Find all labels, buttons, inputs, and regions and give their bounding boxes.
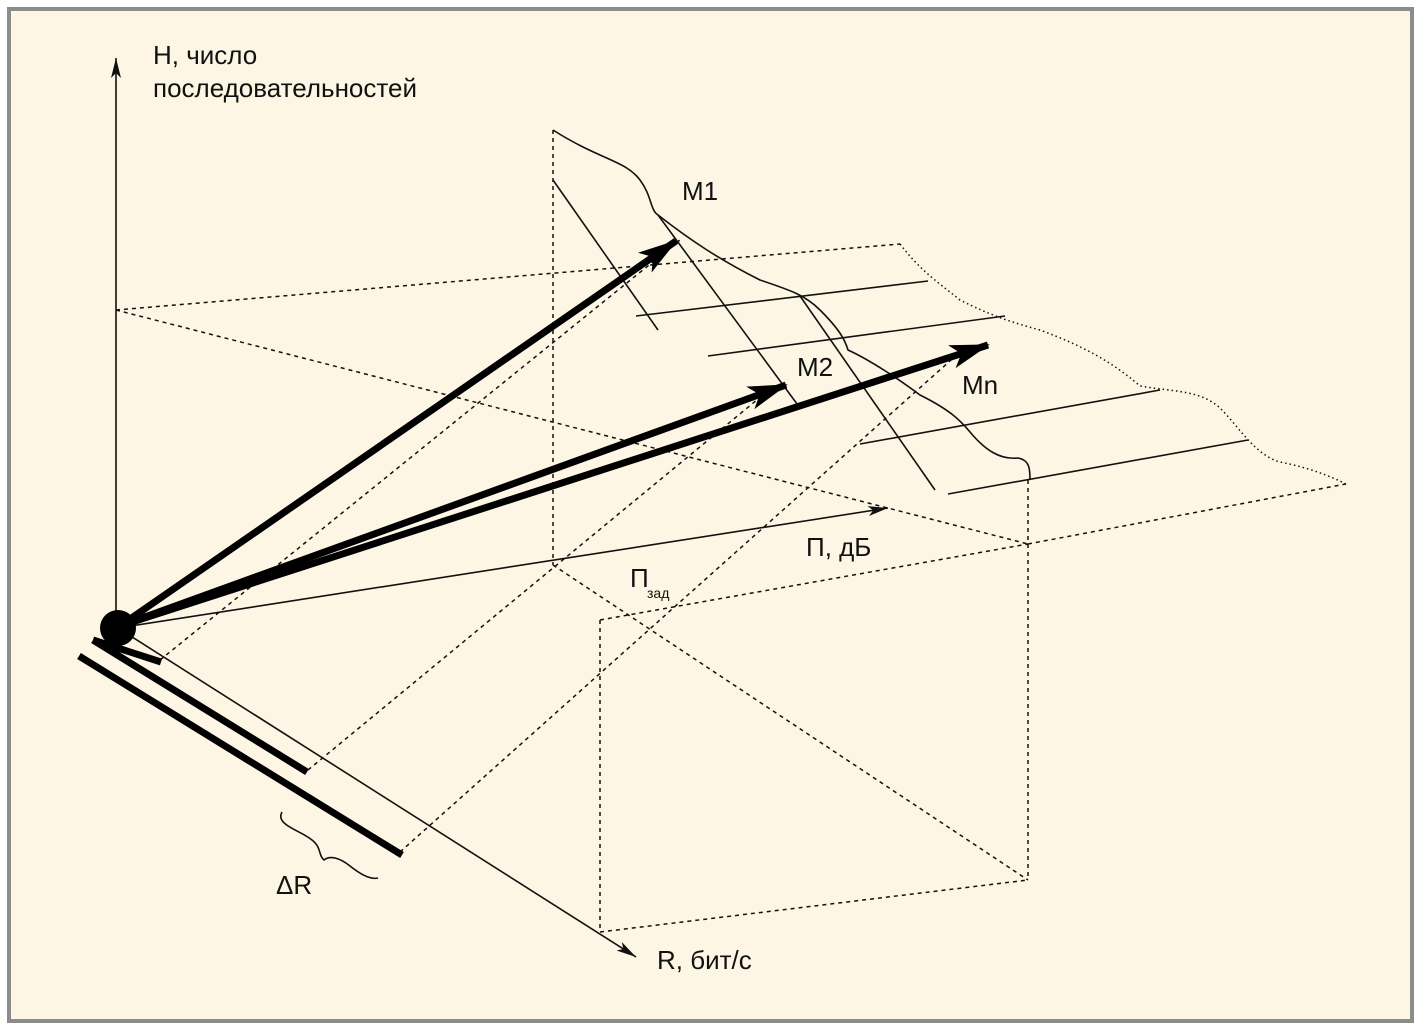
background-panel <box>7 7 1414 1023</box>
vector-mn <box>118 341 990 630</box>
delta-r-label: ΔR <box>276 870 312 900</box>
vector-m2 <box>118 381 788 630</box>
vector-m1 <box>118 238 678 629</box>
h-axis-label-line2: последовательностей <box>153 73 417 103</box>
r-axis-label: R, бит/с <box>657 945 752 975</box>
origin-point <box>100 610 136 646</box>
r-axis <box>117 627 637 958</box>
p-zad-label: П <box>630 563 649 593</box>
p-zad-subscript: зад <box>647 585 669 601</box>
surface-dotted-edge <box>899 243 1347 485</box>
surface-curves <box>552 129 1249 495</box>
p-axis-label: П, дБ <box>806 532 871 562</box>
p-axis <box>117 506 889 629</box>
delta-r-brace <box>280 811 379 880</box>
delta-r-bars <box>77 636 404 858</box>
mn-label: Mn <box>962 370 998 400</box>
m1-label: M1 <box>682 176 718 206</box>
m2-label: M2 <box>797 352 833 382</box>
dashed-construction <box>115 130 1347 933</box>
h-axis-label-line1: Н, число <box>153 40 257 70</box>
